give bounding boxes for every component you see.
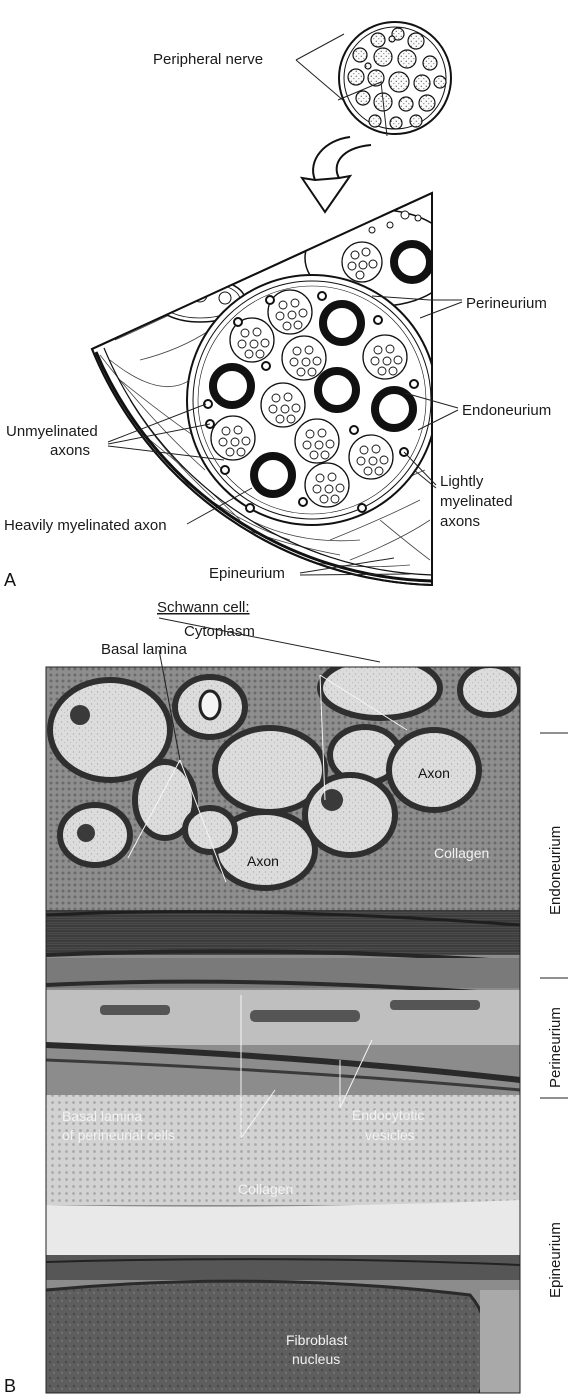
basal-lamina-perineurial-label-2: of perineurial cells: [62, 1127, 175, 1143]
panel-a: Peripheral nerve: [4, 21, 551, 590]
curved-arrow-icon: [299, 136, 372, 214]
perineurium-label-a: Perineurium: [466, 295, 547, 312]
fibroblast-nucleus-label-1: Fibroblast: [286, 1332, 348, 1348]
collagen-label-upper: Collagen: [434, 845, 489, 861]
endoneurium-side-label: Endoneurium: [547, 826, 564, 915]
epineurium-side-label: Epineurium: [547, 1222, 564, 1298]
axon-label-center: Axon: [247, 853, 279, 869]
micrograph: [46, 667, 520, 1393]
endocytotic-label-2: vesicles: [365, 1127, 415, 1143]
endocytotic-label-1: Endocytotic: [352, 1107, 424, 1123]
fibroblast-nucleus-label-2: nucleus: [292, 1351, 340, 1367]
unmyelinated-label-1: Unmyelinated: [6, 423, 98, 440]
epineurium-label-a: Epineurium: [209, 565, 285, 582]
collagen-label-lower: Collagen: [238, 1181, 293, 1197]
basal-lamina-label: Basal lamina: [101, 641, 188, 658]
panel-a-letter: A: [4, 570, 16, 590]
endoneurium-label-a: Endoneurium: [462, 402, 551, 419]
axon-label-right: Axon: [418, 765, 450, 781]
heavily-myelinated-label: Heavily myelinated axon: [4, 517, 167, 534]
unmyelinated-label-2: axons: [50, 442, 90, 459]
basal-lamina-perineurial-label-1: Basal lamina: [62, 1108, 142, 1124]
panel-b: Schwann cell: Cytoplasm Basal lamina Axo…: [4, 599, 568, 1396]
panel-b-letter: B: [4, 1376, 16, 1396]
peripheral-nerve-label: Peripheral nerve: [153, 51, 263, 68]
schwann-cell-label: Schwann cell:: [157, 599, 250, 616]
lightly-myelinated-label-1: Lightly: [440, 473, 484, 490]
lightly-myelinated-label-2: myelinated: [440, 493, 513, 510]
nerve-sector-diagram: [90, 191, 433, 587]
lightly-myelinated-label-3: axons: [440, 513, 480, 530]
nerve-cross-section-icon: [337, 21, 452, 137]
cytoplasm-label: Cytoplasm: [184, 623, 255, 640]
perineurium-side-label: Perineurium: [547, 1007, 564, 1088]
